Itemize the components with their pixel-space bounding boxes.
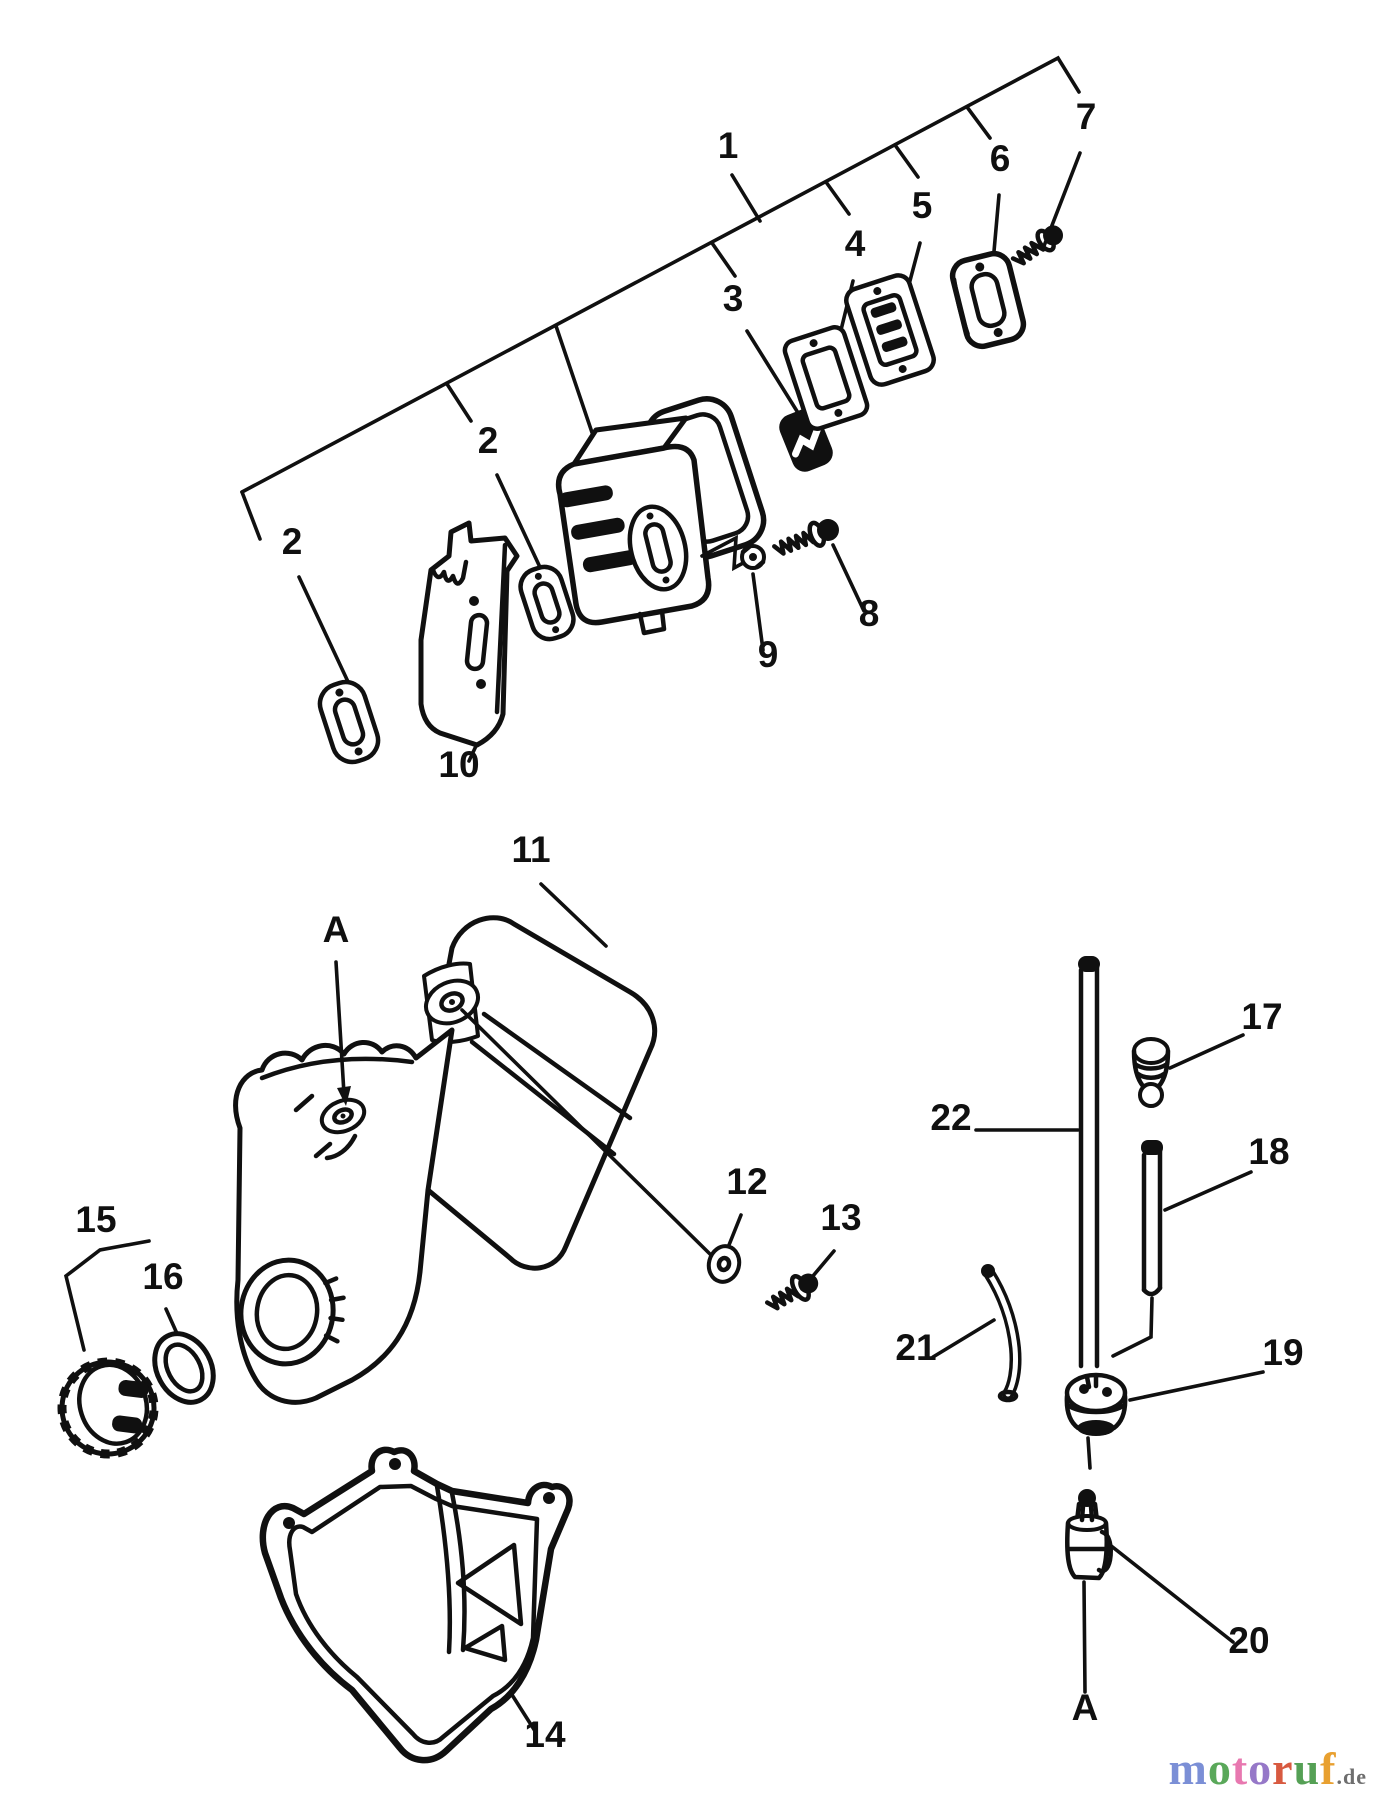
bracket-plate-6-drawing [949,250,1027,350]
callout-8: 8 [859,593,880,634]
callout-5: 5 [912,185,933,226]
callout-20: 20 [1228,1620,1269,1661]
exhaust-gasket-left-drawing [317,679,381,765]
watermark-letter: f [1320,1743,1337,1794]
callout-A-top: A [323,909,350,950]
callout-2a: 2 [282,521,303,562]
callout-11: 11 [511,829,550,870]
watermark-letter: o [1248,1743,1273,1794]
watermark-letter: u [1293,1743,1321,1794]
callout-18: 18 [1248,1131,1289,1172]
datum-a-arrow [334,960,351,1106]
callout-4: 4 [845,223,866,264]
watermark-word: motoruf [1169,1743,1337,1794]
callout-15: 15 [75,1199,116,1240]
tank-bracket-drawing [259,1446,573,1764]
callout-13: 13 [820,1197,861,1238]
tank-vent-drawing [1131,1037,1171,1108]
watermark-letter: m [1168,1743,1208,1794]
cap-gasket-drawing [152,1331,216,1405]
screw-8-drawing [772,519,839,556]
callout-9: 9 [758,634,779,675]
fuel-hose-drawing [981,1264,1022,1403]
callout-6: 6 [990,138,1011,179]
datum-a-bottom-line [1082,1580,1087,1694]
watermark-letter: o [1207,1743,1232,1794]
fuel-tank-drawing [233,915,658,1405]
fuel-filter-drawing [1065,1489,1113,1581]
callout-A-bottom: A [1072,1687,1099,1728]
washer-12-drawing [706,1244,742,1284]
fuel-cap-drawing [57,1357,159,1459]
watermark[interactable]: motoruf.de [1169,1746,1368,1792]
watermark-suffix: .de [1336,1764,1367,1789]
exhaust-gasket-middle-drawing [518,564,576,642]
callout-17: 17 [1241,996,1282,1037]
gasket-4-drawing [782,325,870,431]
watermark-letter: t [1231,1743,1249,1794]
screw-13-drawing [764,1273,819,1311]
nut-9-drawing [740,544,766,570]
callout-leader-lines-right [931,1033,1265,1644]
callout-2b: 2 [478,420,499,461]
callout-16: 16 [142,1256,183,1297]
muffler-drawing [555,396,767,636]
callout-12: 12 [726,1161,767,1202]
grommet-drawing [1064,1372,1128,1436]
grommet-to-filter-line [1086,1436,1092,1470]
callout-21: 21 [895,1327,936,1368]
watermark-letter: r [1272,1743,1294,1794]
heat-shield-drawing [418,520,520,748]
screw-7-drawing [1010,225,1064,266]
pickup-tube-drawing [1078,956,1100,1369]
return-tube-drawing [1111,1140,1163,1358]
callout-22: 22 [930,1097,971,1138]
callout-19: 19 [1262,1332,1303,1373]
callout-7: 7 [1076,96,1097,137]
callout-1: 1 [718,125,739,166]
callout-3: 3 [723,278,744,319]
callout-14: 14 [524,1714,566,1755]
callout-10: 10 [438,744,479,785]
gasket-5-drawing [844,273,936,387]
